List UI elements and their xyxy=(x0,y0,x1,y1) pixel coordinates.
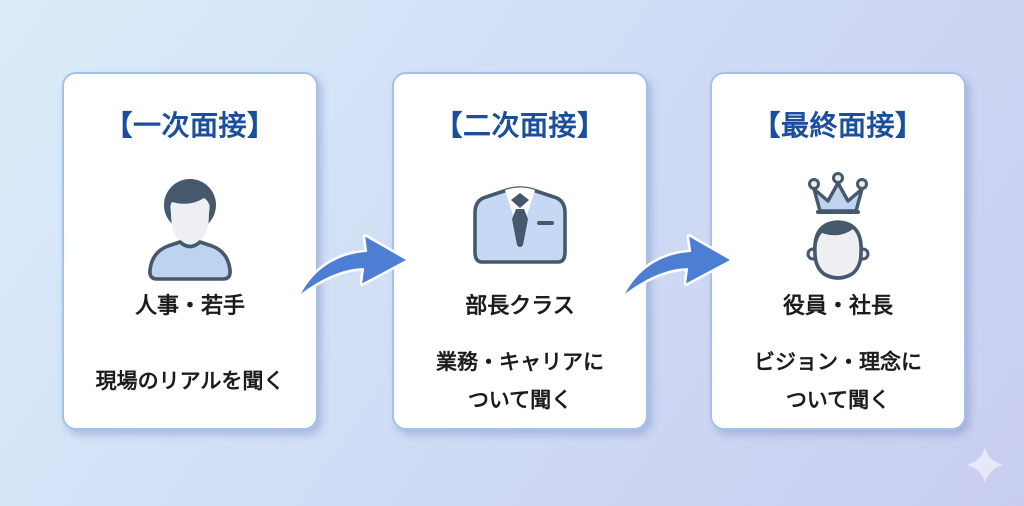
card-second-interview: 【二次面接】 部長クラス 業務・キャリアに ついて聞く xyxy=(392,72,648,430)
card-title: 【最終面接】 xyxy=(752,110,924,141)
step-description: 現場のリアルを聞く xyxy=(96,342,285,422)
step-description: 業務・キャリアに ついて聞く xyxy=(436,342,604,422)
arrow-step1-step2-icon xyxy=(298,234,409,296)
description-line: ビジョン・理念に xyxy=(754,351,922,375)
description-line: ついて聞く xyxy=(785,389,891,412)
description-line: 業務・キャリアに xyxy=(436,351,604,375)
suit-tie-icon xyxy=(471,166,569,284)
step-description: ビジョン・理念に ついて聞く xyxy=(754,342,922,422)
card-final-interview: 【最終面接】 役員・社長 ビジョン・理念に ついて聞く xyxy=(710,72,966,430)
card-title: 【二次面接】 xyxy=(434,110,606,141)
role-label: 人事・若手 xyxy=(134,293,245,318)
card-first-interview: 【一次面接】 人事・若手 現場のリアルを聞く xyxy=(62,72,318,430)
crown-person-icon xyxy=(792,166,884,284)
card-title: 【一次面接】 xyxy=(104,110,276,141)
role-label: 部長クラス xyxy=(465,293,575,318)
description-line: 現場のリアルを聞く xyxy=(95,370,285,394)
person-icon xyxy=(140,166,240,284)
description-line: ついて聞く xyxy=(467,389,573,412)
arrow-step2-step3-icon xyxy=(622,234,733,296)
role-label: 役員・社長 xyxy=(782,293,893,318)
sparkle-icon xyxy=(966,446,1004,484)
